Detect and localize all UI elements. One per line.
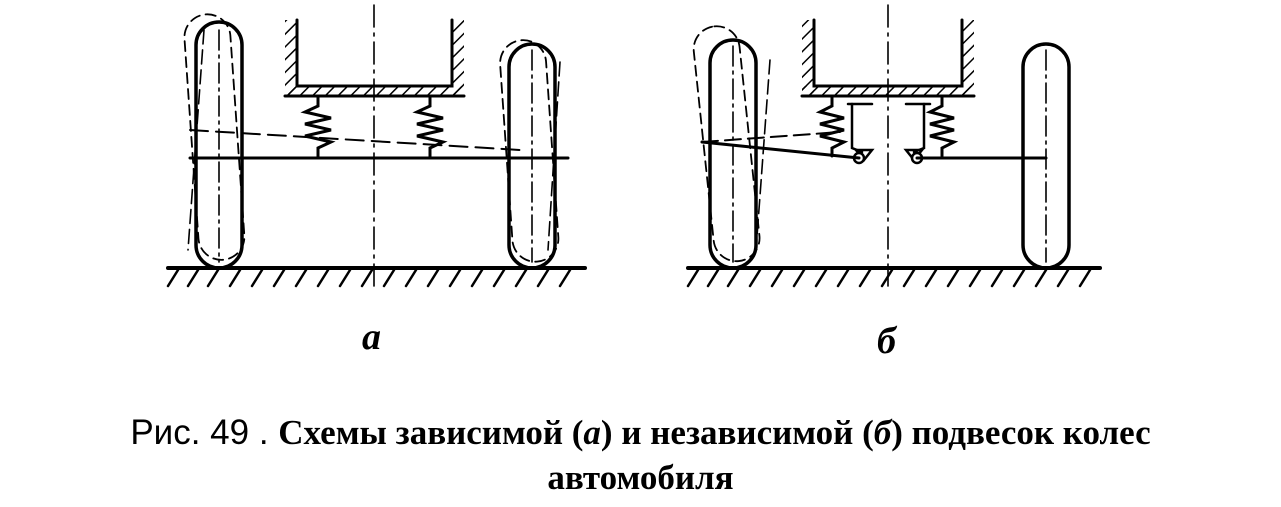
ground-b	[686, 266, 1102, 288]
wheel-right-a	[499, 39, 561, 270]
wheel-right-b	[1021, 42, 1071, 270]
spring-right-a	[412, 94, 448, 160]
spring-left-b	[815, 94, 849, 158]
caption-line-2: автомобиля	[547, 458, 734, 497]
caption-italic-a: а	[583, 413, 601, 452]
pivot-right-b	[903, 102, 932, 165]
panel-a-label: а	[362, 316, 381, 358]
caption-part-1: Схемы зависимой (	[278, 413, 584, 452]
rigid-axle-a	[188, 129, 570, 160]
caption-prefix: Рис. 49 .	[130, 413, 279, 452]
panel-b-independent-suspension	[686, 4, 1102, 293]
figure-caption: Рис. 49 . Схемы зависимой (а) и независи…	[0, 410, 1281, 500]
caption-part-2: ) и независимой (	[600, 413, 874, 452]
spring-right-b	[925, 94, 959, 158]
caption-italic-b: б	[873, 413, 892, 452]
pivot-left-b	[846, 102, 875, 165]
swing-axles-b	[700, 131, 1048, 160]
wheel-left-a	[183, 13, 246, 270]
ground-a	[166, 266, 587, 288]
wheel-left-b	[692, 25, 771, 270]
panel-a-dependent-suspension	[166, 4, 587, 293]
caption-part-3: ) подвесок колес	[891, 413, 1151, 452]
spring-left-a	[300, 94, 336, 160]
caption-line-1: Рис. 49 . Схемы зависимой (а) и независи…	[0, 410, 1281, 455]
panel-b-label: б	[877, 320, 896, 362]
